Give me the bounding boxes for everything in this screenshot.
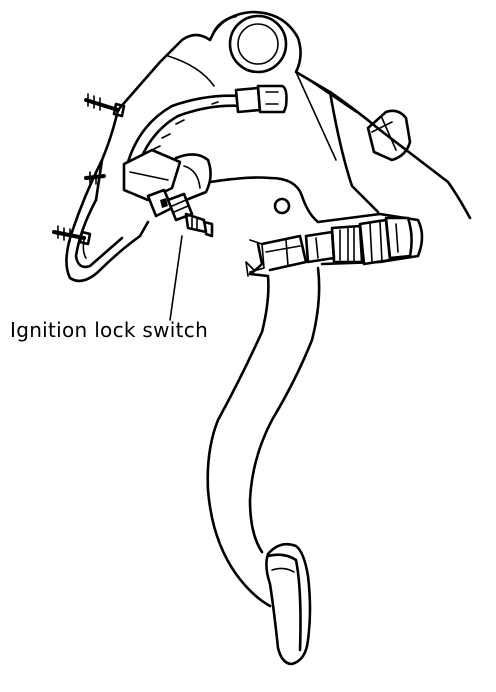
callout-leader <box>169 235 183 321</box>
stop-switch-assembly <box>304 212 424 266</box>
pedal-pad <box>265 542 312 666</box>
mounting-bracket <box>94 10 472 224</box>
stud-bolt-upper <box>84 93 126 118</box>
stud-bolt-middle <box>84 171 106 185</box>
switch-plunger <box>184 212 214 238</box>
left-mount-plate <box>52 93 150 283</box>
stud-bolt-lower <box>52 225 92 246</box>
pedal-arm <box>206 234 321 608</box>
harness-connector <box>234 84 288 114</box>
ignition-lock-switch <box>122 148 214 321</box>
ignition-lock-switch-label: Ignition lock switch <box>10 318 209 342</box>
switch-lock-nut <box>146 188 194 222</box>
wiring-harness <box>126 84 288 168</box>
